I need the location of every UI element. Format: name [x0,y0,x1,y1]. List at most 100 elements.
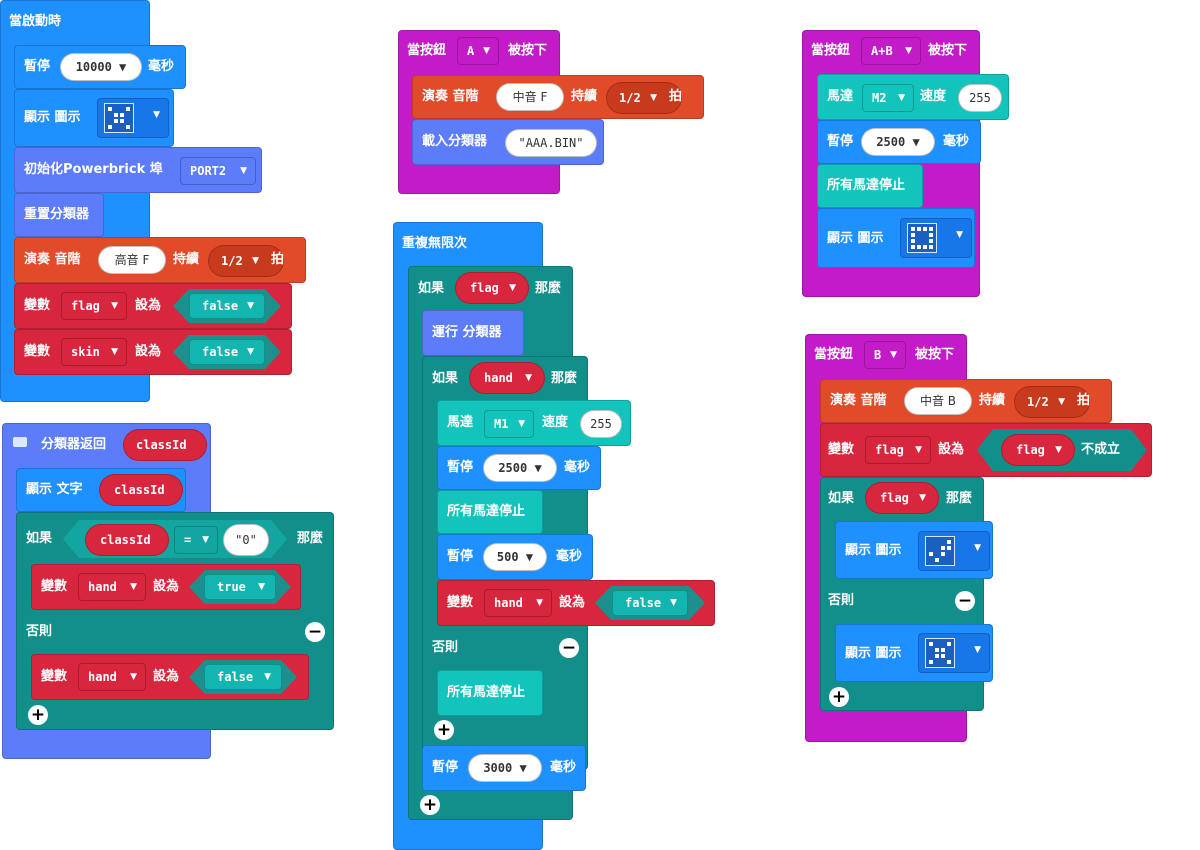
stop-motors-block[interactable]: 所有馬達停止 [437,670,543,716]
classid-var[interactable]: classId [85,524,169,556]
add-else-icon[interactable]: + [829,687,849,707]
speed-field[interactable]: 255 [580,410,622,438]
button-event-label: 當按鈕 [407,43,447,58]
flag-var[interactable]: flag▼ [865,482,939,514]
pause-block[interactable]: 暫停 10000 ▼ 毫秒 [14,45,186,89]
boolean-dropdown[interactable]: false▼ [612,590,688,616]
stop-motors-block[interactable]: 所有馬達停止 [437,490,543,534]
set-to-label: 設為 [153,669,180,684]
reset-classifier-block[interactable]: 重置分類器 [14,193,104,237]
hand-var[interactable]: hand▼ [469,362,545,394]
button-event-label: 當按鈕 [811,43,851,58]
motor-run-block[interactable]: 馬達 M1▼ 速度 255 [437,400,631,446]
boolean-dropdown[interactable]: false▼ [189,339,265,365]
set-hand-false-block[interactable]: 變數 hand▼ 設為 false▼ [31,654,309,700]
set-label: 變數 [24,298,51,313]
forever-title: 重複無限次 [402,236,468,251]
load-label: 載入分類器 [422,134,488,149]
pause-duration-dropdown[interactable]: 500 ▼ [483,543,547,571]
pressed-label: 被按下 [508,43,548,58]
pause-block[interactable]: 暫停 500 ▼ 毫秒 [437,534,593,580]
if-label: 如果 [26,531,53,546]
pause-unit: 毫秒 [556,549,583,564]
pause-unit: 毫秒 [943,134,970,149]
set-flag-block[interactable]: 變數 flag▼ 設為 flag▼ 不成立 [820,423,1152,477]
pause-block[interactable]: 暫停 2500 ▼ 毫秒 [817,120,981,164]
set-flag-block[interactable]: 變數 flag▼ 設為 false▼ [14,283,292,329]
icon-image-dropdown[interactable]: ▼ [97,98,169,138]
flag-var[interactable]: flag▼ [455,272,529,304]
note-field[interactable]: 中音 F [496,83,564,111]
pause-duration-dropdown[interactable]: 2500 ▼ [861,128,935,156]
pressed-label: 被按下 [915,347,955,362]
classid-param[interactable]: classId [123,429,207,461]
filename-field[interactable]: "AAA.BIN" [505,129,597,157]
variable-dropdown[interactable]: flag▼ [61,292,127,320]
play-tone-block[interactable]: 演奏 音階 高音 F 持續 1/2▼ 拍 [14,237,306,283]
add-else-icon[interactable]: + [434,720,454,740]
compare-value[interactable]: "0" [223,524,269,556]
pause-block[interactable]: 暫停 2500 ▼ 毫秒 [437,446,601,490]
beat-unit: 拍 [1077,393,1091,408]
icon-image-dropdown[interactable]: ▼ [918,633,990,673]
flag-var[interactable]: flag▼ [1001,434,1075,466]
beat-dropdown[interactable]: 1/2▼ [606,82,682,114]
pause-duration-dropdown[interactable]: 3000 ▼ [468,754,542,782]
note-field[interactable]: 中音 B [904,387,972,415]
motor-port-dropdown[interactable]: M2▼ [862,84,914,112]
classid-var[interactable]: classId [99,474,183,506]
beat-dropdown[interactable]: 1/2▼ [208,245,284,277]
port-dropdown[interactable]: PORT2▼ [180,157,256,185]
duration-label: 持續 [173,252,200,267]
set-label: 變數 [41,669,68,684]
play-tone-block[interactable]: 演奏 音階 中音 F 持續 1/2▼ 拍 [412,75,704,119]
variable-dropdown[interactable]: flag▼ [865,436,931,464]
beat-unit: 拍 [271,252,285,267]
button-dropdown[interactable]: A+B▼ [861,37,921,65]
show-icon-block[interactable]: 顯示 圖示 ▼ [835,624,993,682]
icon-image-dropdown[interactable]: ▼ [900,218,972,258]
operator-dropdown[interactable]: =▼ [174,526,218,554]
play-tone-block[interactable]: 演奏 音階 中音 B 持續 1/2▼ 拍 [820,379,1112,423]
set-label: 變數 [828,442,855,457]
pause-duration-dropdown[interactable]: 2500 ▼ [483,454,557,482]
variable-dropdown[interactable]: hand▼ [78,573,146,601]
set-to-label: 設為 [559,595,586,610]
load-classifier-block[interactable]: 載入分類器 "AAA.BIN" [412,119,604,165]
beat-dropdown[interactable]: 1/2▼ [1014,386,1090,418]
button-dropdown[interactable]: B▼ [864,341,906,369]
show-string-block[interactable]: 顯示 文字 classId [16,468,186,512]
set-hand-true-block[interactable]: 變數 hand▼ 設為 true▼ [31,564,301,610]
pause-block[interactable]: 暫停 3000 ▼ 毫秒 [422,745,586,791]
pause-duration-dropdown[interactable]: 10000 ▼ [60,53,142,81]
run-classifier-block[interactable]: 運行 分類器 [422,310,524,356]
stop-motors-block[interactable]: 所有馬達停止 [817,164,923,208]
icon-image-dropdown[interactable]: ▼ [918,531,990,571]
set-hand-block[interactable]: 變數 hand▼ 設為 false▼ [437,580,715,626]
show-icon-block[interactable]: 顯示 圖示 ▼ [14,89,174,147]
play-label: 演奏 音階 [422,89,479,104]
boolean-dropdown[interactable]: true▼ [204,574,276,600]
comment-icon[interactable] [13,437,27,447]
motor-run-block[interactable]: 馬達 M2▼ 速度 255 [817,74,1009,120]
init-powerbrick-block[interactable]: 初始化Powerbrick 埠 PORT2▼ [14,147,262,193]
speed-field[interactable]: 255 [958,84,1002,112]
add-else-icon[interactable]: + [420,795,440,815]
remove-else-icon[interactable]: − [305,622,325,642]
boolean-dropdown[interactable]: false▼ [204,664,282,690]
variable-dropdown[interactable]: hand▼ [484,589,552,617]
button-dropdown[interactable]: A▼ [457,37,499,65]
variable-dropdown[interactable]: skin▼ [61,338,127,366]
variable-dropdown[interactable]: hand▼ [78,663,146,691]
show-icon-block[interactable]: 顯示 圖示 ▼ [817,208,975,268]
remove-else-icon[interactable]: − [955,591,975,611]
add-else-icon[interactable]: + [28,705,48,725]
boolean-dropdown[interactable]: false▼ [189,293,265,319]
motor-port-dropdown[interactable]: M1▼ [484,410,534,438]
set-skin-block[interactable]: 變數 skin▼ 設為 false▼ [14,329,292,375]
motor-label: 馬達 [447,415,474,430]
show-icon-block[interactable]: 顯示 圖示 ▼ [835,521,993,579]
remove-else-icon[interactable]: − [559,638,579,658]
note-field[interactable]: 高音 F [98,246,166,274]
led-matrix-icon [907,223,937,253]
